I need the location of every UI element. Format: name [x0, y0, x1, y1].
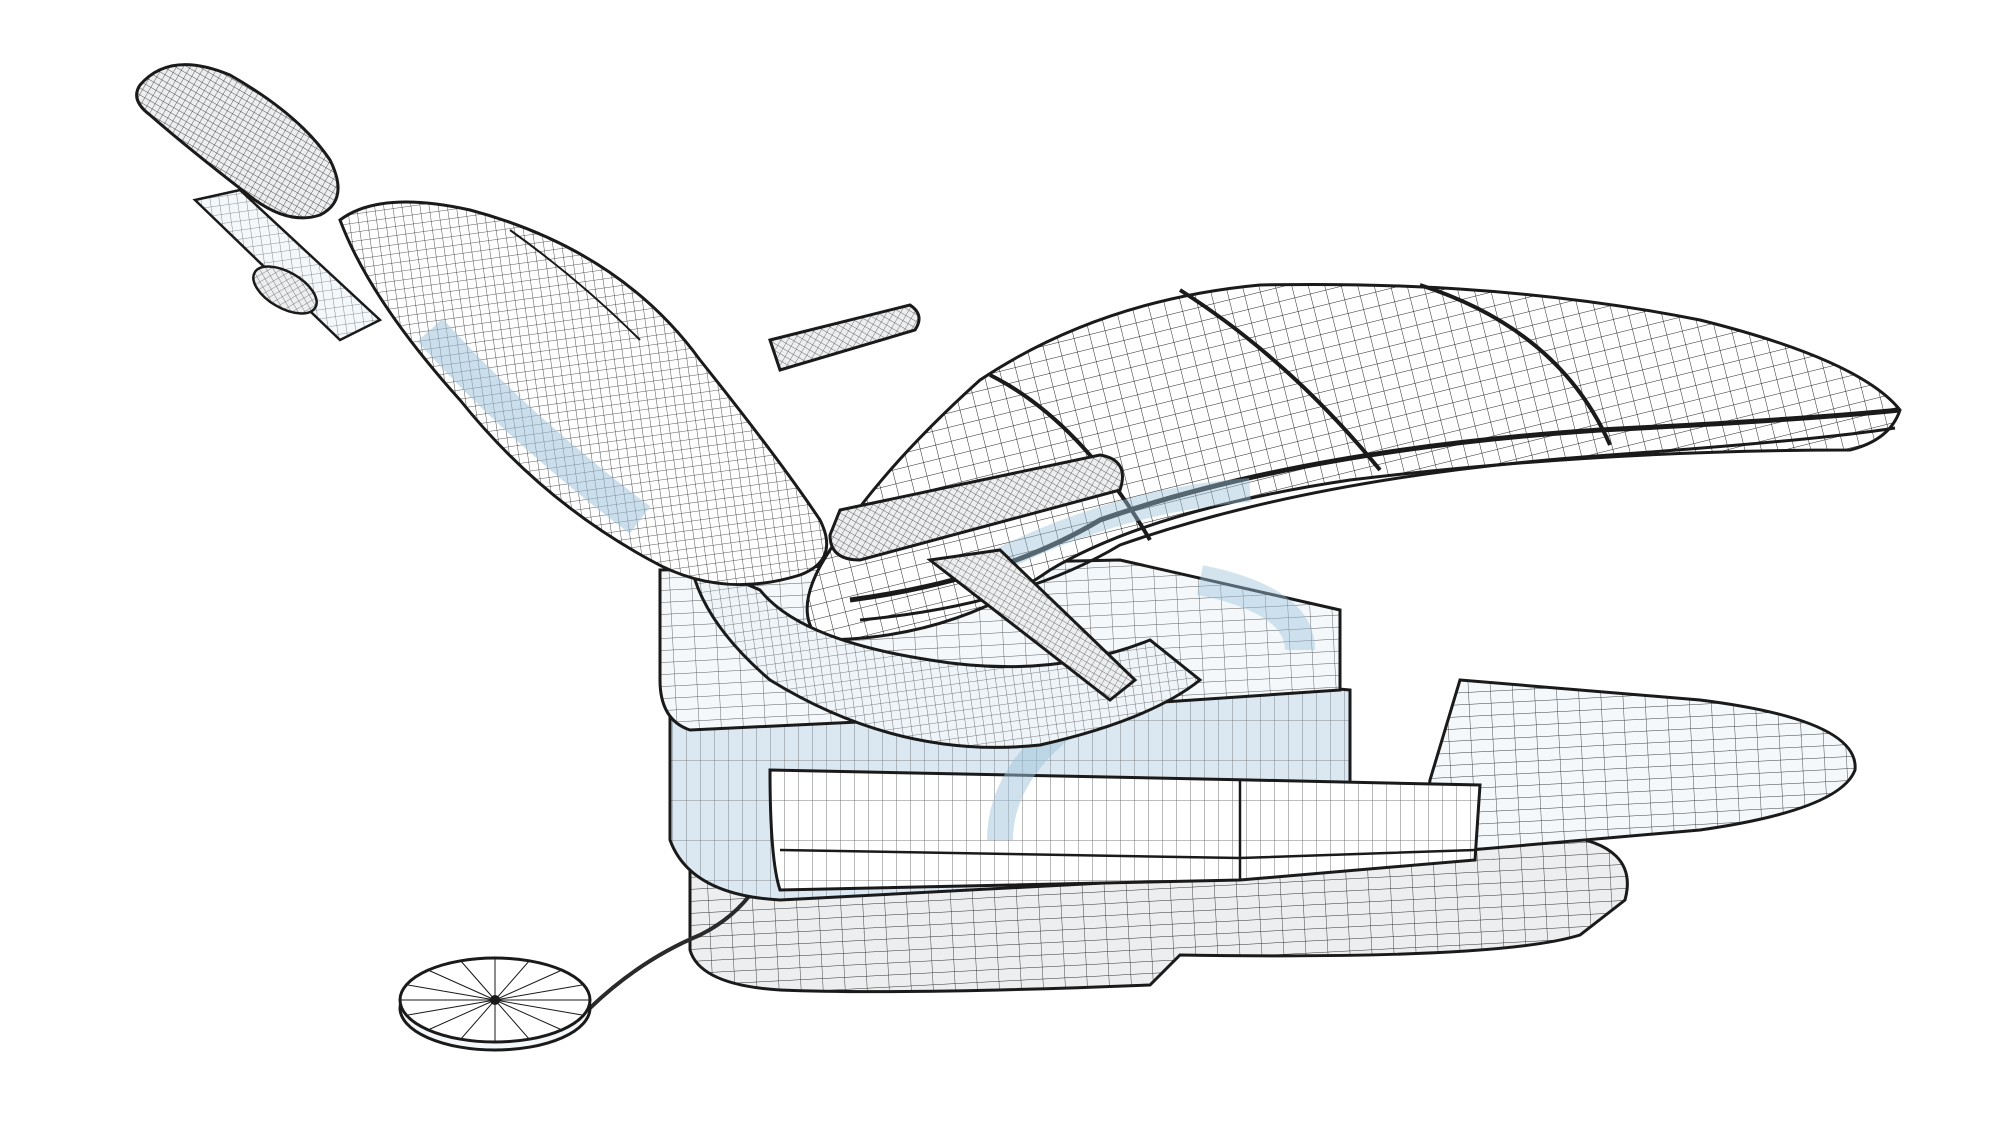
seat-cushion: [805, 282, 1902, 642]
headrest: [135, 63, 383, 342]
armrest-front: [828, 453, 1138, 702]
foot-pedal: [398, 956, 592, 1052]
leg-rest: [1426, 678, 1857, 852]
pedal-cable: [588, 879, 762, 1010]
backrest: [338, 200, 829, 587]
seat-base-slab: [768, 720, 1482, 892]
armrest-rear: [768, 303, 921, 372]
